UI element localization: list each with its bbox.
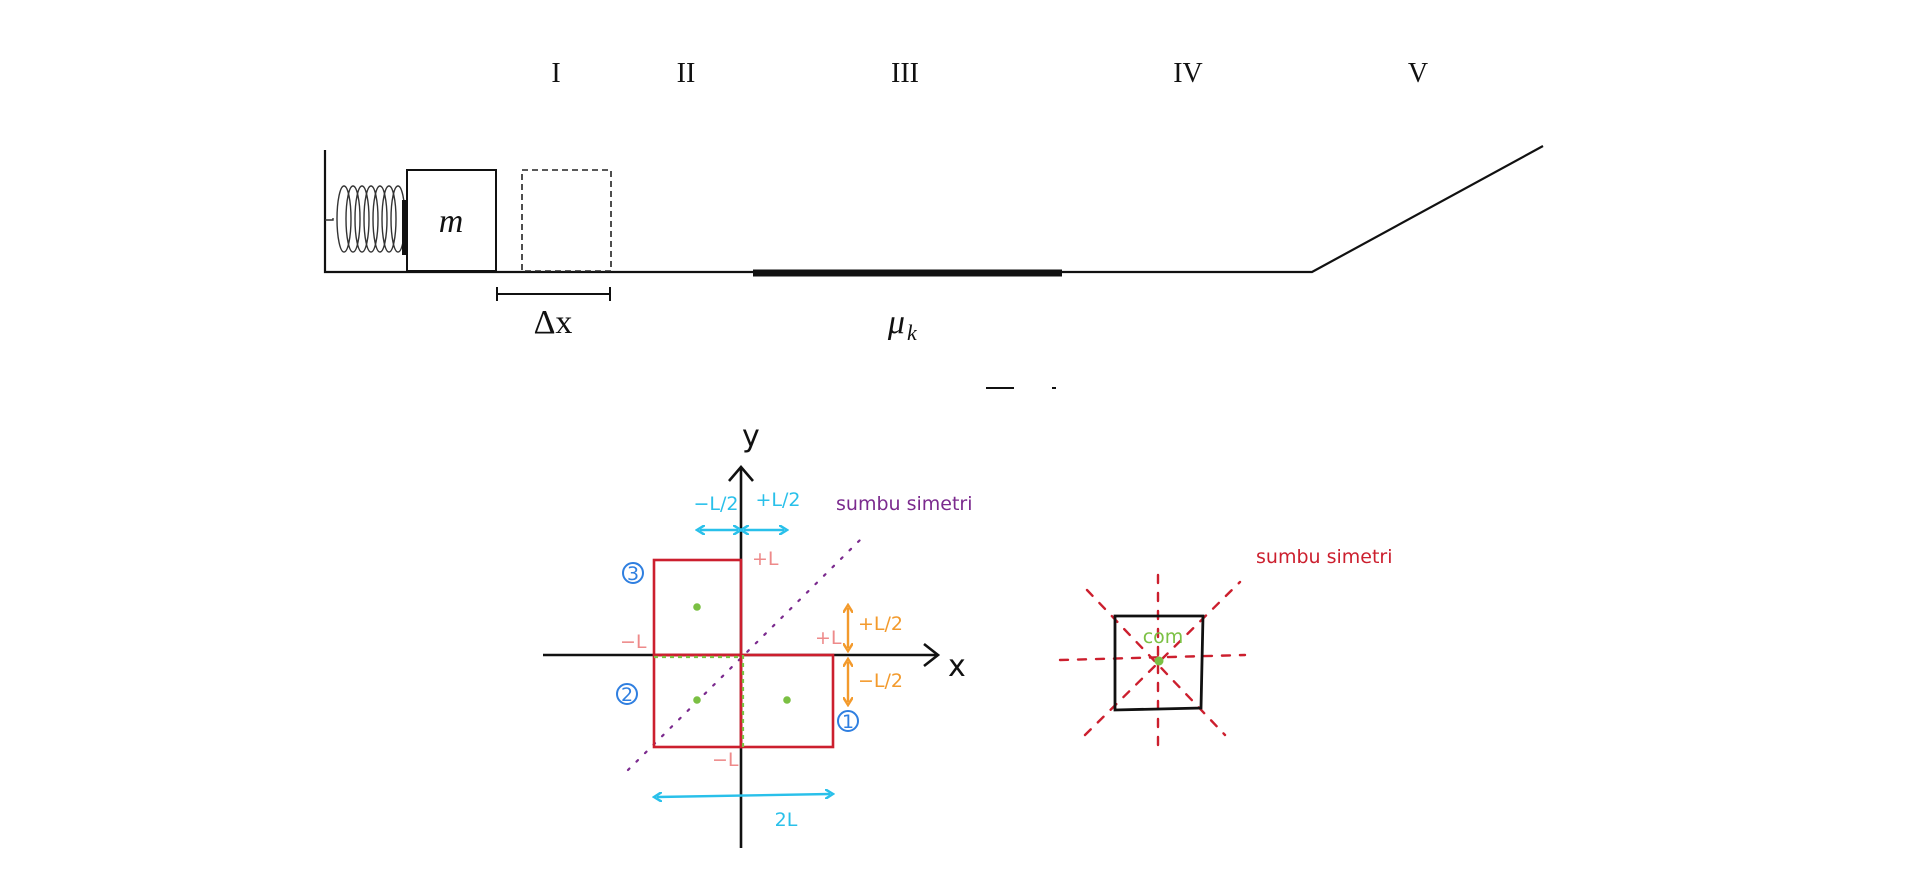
l-shape-center-of-mass-diagram: x y sumbu simetri −L/2 +L/2 2L +L/2 [543, 419, 973, 848]
displacement-label: Δx [534, 304, 573, 341]
dashed-block-position [521, 169, 612, 272]
minus-l-bottom-label: −L [712, 749, 739, 771]
displacement-bracket [496, 287, 611, 301]
region-label-3: III [891, 58, 919, 89]
center-of-mass-dot [1154, 656, 1164, 666]
symmetry-axis-label-right: sumbu simetri [1256, 546, 1393, 568]
mass-label: m [439, 203, 464, 240]
region-label-1: I [551, 58, 560, 89]
centroid-square-1 [783, 696, 791, 704]
inner-boundary-lines [654, 655, 745, 747]
full-width-arrow [657, 794, 830, 797]
plus-l-top-label: +L [752, 548, 779, 570]
spring-block-track-diagram: I II III IV V m Δ [323, 58, 1544, 389]
plus-l-right-label: +L [815, 627, 842, 649]
square-1 [739, 653, 835, 749]
friction-coefficient-subscript: k [907, 320, 918, 345]
region-label-2: II [677, 58, 696, 89]
square-number-badge-2: 2 [616, 683, 638, 706]
region-label-4: IV [1173, 58, 1203, 89]
square-symmetry-diagram: com sumbu simetri [1058, 546, 1393, 750]
minus-half-l-label: −L/2 [694, 493, 739, 515]
x-axis-label: x [948, 649, 966, 684]
track-outline [323, 145, 1544, 274]
minus-l-left-label: −L [620, 631, 647, 653]
square-number-badge-1: 1 [837, 710, 859, 733]
symmetry-axes [1058, 573, 1247, 750]
minus-half-height-label: −L/2 [858, 670, 903, 692]
width-label: 2L [775, 809, 798, 831]
friction-coefficient-symbol: μ [887, 304, 905, 341]
svg-text:1: 1 [842, 711, 854, 733]
svg-text:2: 2 [621, 684, 633, 706]
plus-half-height-label: +L/2 [858, 613, 903, 635]
square-outlines [652, 558, 835, 749]
plus-half-l-label: +L/2 [756, 489, 801, 511]
x-axis-arrow-icon [923, 642, 941, 668]
centroid-square-2 [693, 696, 701, 704]
region-label-5: V [1408, 58, 1428, 89]
mass-block [406, 169, 497, 272]
spring [325, 185, 406, 255]
com-label: com [1143, 626, 1184, 648]
centroid-square-3 [693, 603, 701, 611]
y-axis-arrow-icon [728, 465, 754, 482]
square-outline [1113, 614, 1205, 712]
y-axis-label: y [742, 419, 760, 454]
square-number-badge-3: 3 [622, 562, 644, 585]
svg-text:3: 3 [627, 563, 639, 585]
symmetry-axis-label: sumbu simetri [836, 493, 973, 515]
